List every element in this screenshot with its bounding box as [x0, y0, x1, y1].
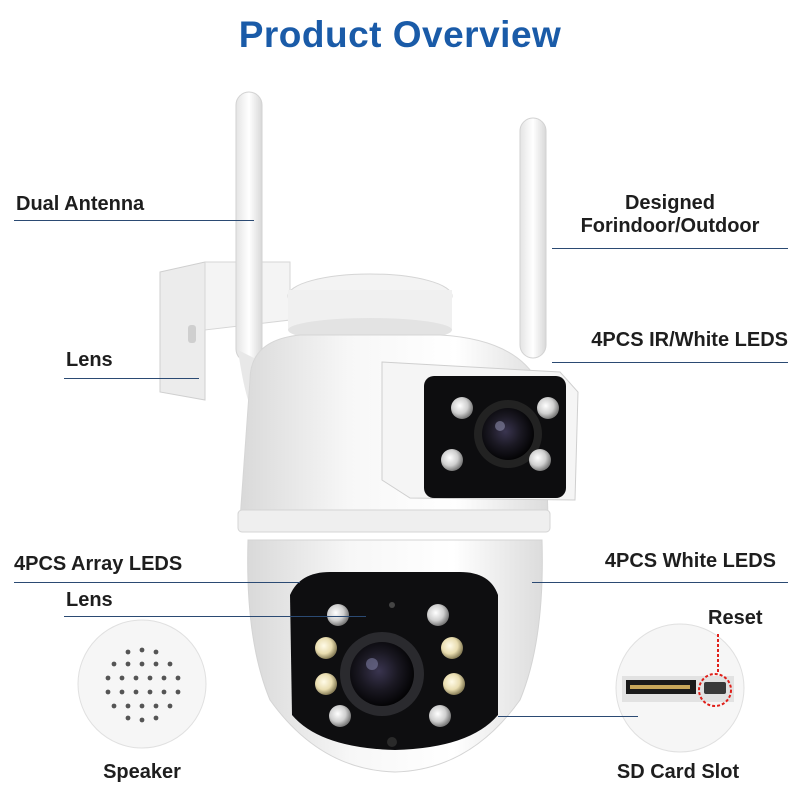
wifi-antenna-icon: [519, 117, 547, 359]
leader-line-ir-leds: [552, 362, 788, 363]
label-sd-card-slot: SD Card Slot: [616, 761, 740, 783]
leader-line-lens-upper: [64, 378, 199, 379]
reset-button-icon: [698, 673, 732, 707]
leader-line-lens-lower: [64, 616, 366, 617]
sd-card-slot-icon: [615, 623, 745, 753]
camera-lens-icon: [482, 408, 534, 460]
leader-line-white-leds: [532, 582, 788, 583]
leader-line-array-leds: [14, 582, 300, 583]
label-lens-upper: Lens: [66, 349, 113, 371]
leader-line-dual-antenna: [14, 220, 254, 221]
camera-lens-icon: [350, 642, 414, 706]
led-icon: [315, 604, 465, 727]
page-title: Product Overview: [238, 14, 562, 55]
label-lens-lower: Lens: [66, 589, 113, 611]
label-dual-antenna: Dual Antenna: [16, 193, 145, 215]
label-array-leds: 4PCS Array LEDS: [14, 553, 183, 575]
label-ir-white-leds: 4PCS IR/White LEDS: [591, 329, 788, 351]
speaker-grille-icon: [77, 619, 207, 749]
leader-line-sd: [498, 716, 638, 717]
label-reset: Reset: [708, 607, 763, 629]
leader-line-designed: [552, 248, 788, 249]
label-designed-line1: Designed: [624, 192, 716, 214]
label-speaker: Speaker: [103, 761, 181, 783]
led-icon: [441, 397, 559, 471]
label-white-leds: 4PCS White LEDS: [604, 550, 776, 572]
label-designed-line2: Forindoor/Outdoor: [580, 215, 760, 237]
